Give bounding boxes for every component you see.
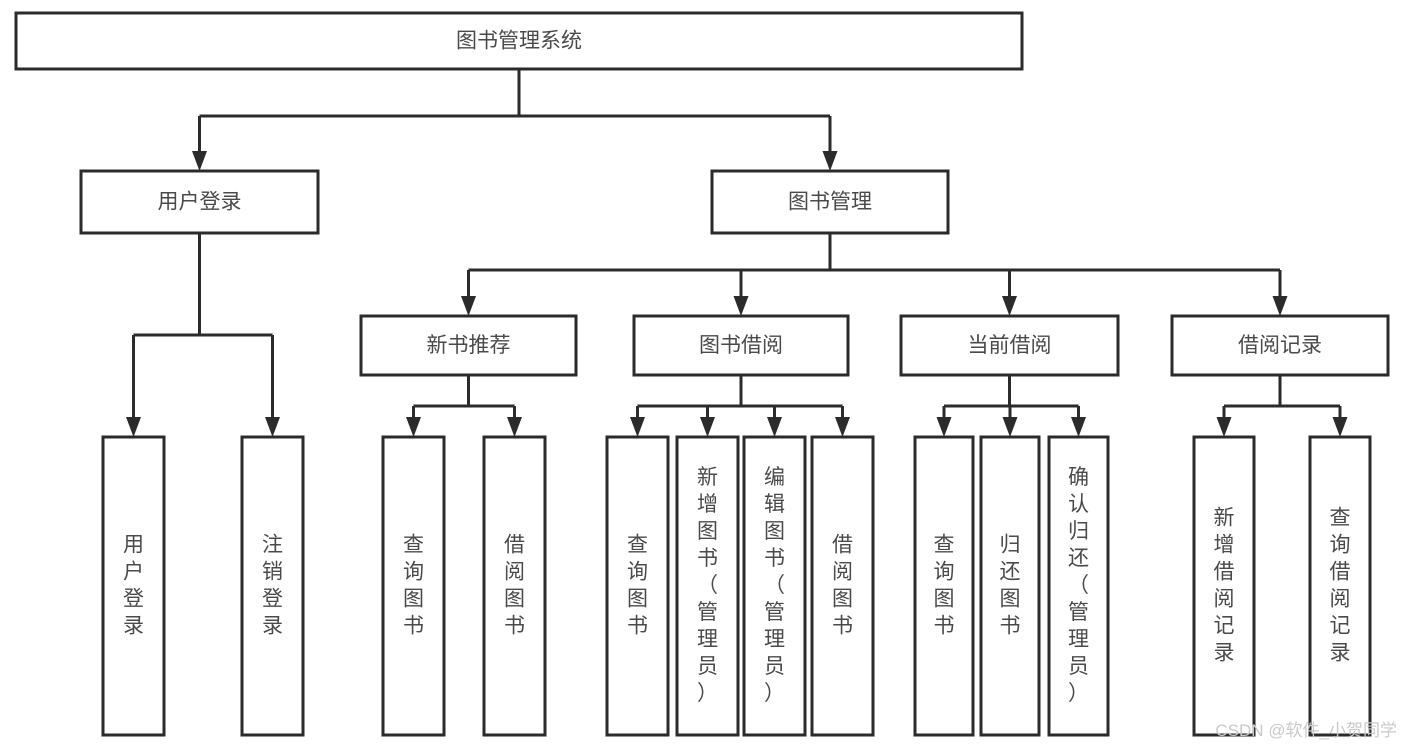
edge-root-book-manage [822,116,838,171]
node-box-leaf-borrow-book-1[interactable] [482,435,547,737]
node-root[interactable]: 图书管理系统 [14,11,1024,71]
node-leaf-query-record[interactable]: 查询借阅记录 [1308,435,1372,737]
node-box-leaf-query-book-3[interactable] [913,435,975,737]
edge-new-book-recommend-leaf-borrow-book-1 [507,406,522,437]
node-leaf-add-record[interactable]: 新增借阅记录 [1192,435,1256,737]
node-box-book-manage[interactable] [710,169,950,235]
node-leaf-borrow-book-2[interactable]: 借阅图书 [810,435,875,737]
node-box-new-book-recommend[interactable] [359,314,578,377]
node-label-leaf-query-book-1: 查询图书 [403,533,424,637]
edge-book-manage-new-book-recommend [461,270,476,316]
edge-book-manage-book-borrow [733,270,749,316]
node-label-current-borrow: 当前借阅 [968,334,1052,357]
node-leaf-borrow-book-1[interactable]: 借阅图书 [482,435,547,737]
edge-book-borrow-leaf-query-book-2 [630,406,645,437]
edge-current-borrow-leaf-confirm-return [1071,406,1086,437]
edge-user-login-leaf-user-logout [265,335,280,437]
node-leaf-edit-book[interactable]: 编辑图书（管理员） [742,435,807,737]
edge-book-borrow-leaf-edit-book [767,406,782,437]
edge-current-borrow-leaf-return-book [1002,406,1018,437]
node-layer: 图书管理系统用户登录图书管理新书推荐图书借阅当前借阅借阅记录用户登录注销登录查询… [14,11,1390,737]
node-label-leaf-query-book-3: 查询图书 [934,533,955,637]
edge-book-borrow-leaf-borrow-book-2 [835,406,850,437]
edge-root-user-login [192,116,207,171]
edge-book-borrow-leaf-add-book [700,406,715,437]
node-label-leaf-return-book: 归还图书 [1000,533,1021,637]
node-current-borrow[interactable]: 当前借阅 [899,314,1120,377]
node-leaf-query-book-3[interactable]: 查询图书 [913,435,975,737]
node-label-leaf-borrow-book-2: 借阅图书 [832,533,853,637]
node-label-leaf-borrow-book-1: 借阅图书 [504,533,525,637]
node-box-borrow-record[interactable] [1170,314,1390,377]
watermark-label: CSDN @软件_小贺同学 [1215,721,1397,740]
node-box-leaf-add-book[interactable] [675,435,740,737]
node-label-user-login: 用户登录 [158,191,242,214]
node-label-leaf-user-logout: 注销登录 [262,533,283,637]
node-leaf-query-book-2[interactable]: 查询图书 [605,435,670,737]
node-label-leaf-add-record: 新增借阅记录 [1214,506,1235,664]
edge-group-new-book-recommend [406,375,522,437]
node-new-book-recommend[interactable]: 新书推荐 [359,314,578,377]
node-label-book-manage: 图书管理 [788,191,872,214]
node-label-root: 图书管理系统 [456,30,582,53]
node-leaf-add-book[interactable]: 新增图书（管理员） [675,435,740,737]
node-box-leaf-user-login[interactable] [101,435,166,737]
edge-group-borrow-record [1216,375,1348,437]
edge-group-book-borrow [630,375,850,437]
edge-group-book-manage [461,233,1288,316]
node-label-leaf-user-login: 用户登录 [123,533,144,637]
node-book-manage[interactable]: 图书管理 [710,169,950,235]
edge-group-user-login [126,233,280,437]
node-label-leaf-add-book: 新增图书（管理员） [697,466,718,705]
node-leaf-confirm-return[interactable]: 确认归还（管理员） [1047,435,1110,737]
edge-group-root [192,69,838,171]
node-borrow-record[interactable]: 借阅记录 [1170,314,1390,377]
node-box-book-borrow[interactable] [632,314,850,377]
node-box-root[interactable] [14,11,1024,71]
node-user-login[interactable]: 用户登录 [79,169,320,235]
node-box-current-borrow[interactable] [899,314,1120,377]
node-box-leaf-query-record[interactable] [1308,435,1372,737]
node-label-leaf-confirm-return: 确认归还（管理员） [1068,466,1089,705]
edge-group-current-borrow [936,375,1086,437]
node-label-new-book-recommend: 新书推荐 [427,334,511,357]
node-label-borrow-record: 借阅记录 [1238,334,1322,357]
edge-book-manage-current-borrow [1002,270,1017,316]
node-leaf-query-book-1[interactable]: 查询图书 [381,435,446,737]
edge-user-login-leaf-user-login [126,335,141,437]
edge-layer [126,69,1348,437]
node-box-leaf-add-record[interactable] [1192,435,1256,737]
node-label-leaf-edit-book: 编辑图书（管理员） [764,466,785,705]
edge-borrow-record-leaf-query-record [1332,406,1348,437]
node-leaf-user-logout[interactable]: 注销登录 [240,435,305,737]
node-book-borrow[interactable]: 图书借阅 [632,314,850,377]
node-label-leaf-query-record: 查询借阅记录 [1330,506,1351,664]
node-leaf-return-book[interactable]: 归还图书 [979,435,1041,737]
edge-current-borrow-leaf-query-book-3 [936,406,952,437]
node-box-leaf-confirm-return[interactable] [1047,435,1110,737]
edge-new-book-recommend-leaf-query-book-1 [406,406,421,437]
node-box-leaf-user-logout[interactable] [240,435,305,737]
edge-book-manage-borrow-record [1272,270,1288,316]
node-box-leaf-return-book[interactable] [979,435,1041,737]
node-box-leaf-edit-book[interactable] [742,435,807,737]
node-box-leaf-query-book-2[interactable] [605,435,670,737]
edge-borrow-record-leaf-add-record [1216,406,1232,437]
node-box-leaf-query-book-1[interactable] [381,435,446,737]
node-leaf-user-login[interactable]: 用户登录 [101,435,166,737]
node-box-user-login[interactable] [79,169,320,235]
node-label-leaf-query-book-2: 查询图书 [627,533,648,637]
node-label-book-borrow: 图书借阅 [699,334,783,357]
node-box-leaf-borrow-book-2[interactable] [810,435,875,737]
